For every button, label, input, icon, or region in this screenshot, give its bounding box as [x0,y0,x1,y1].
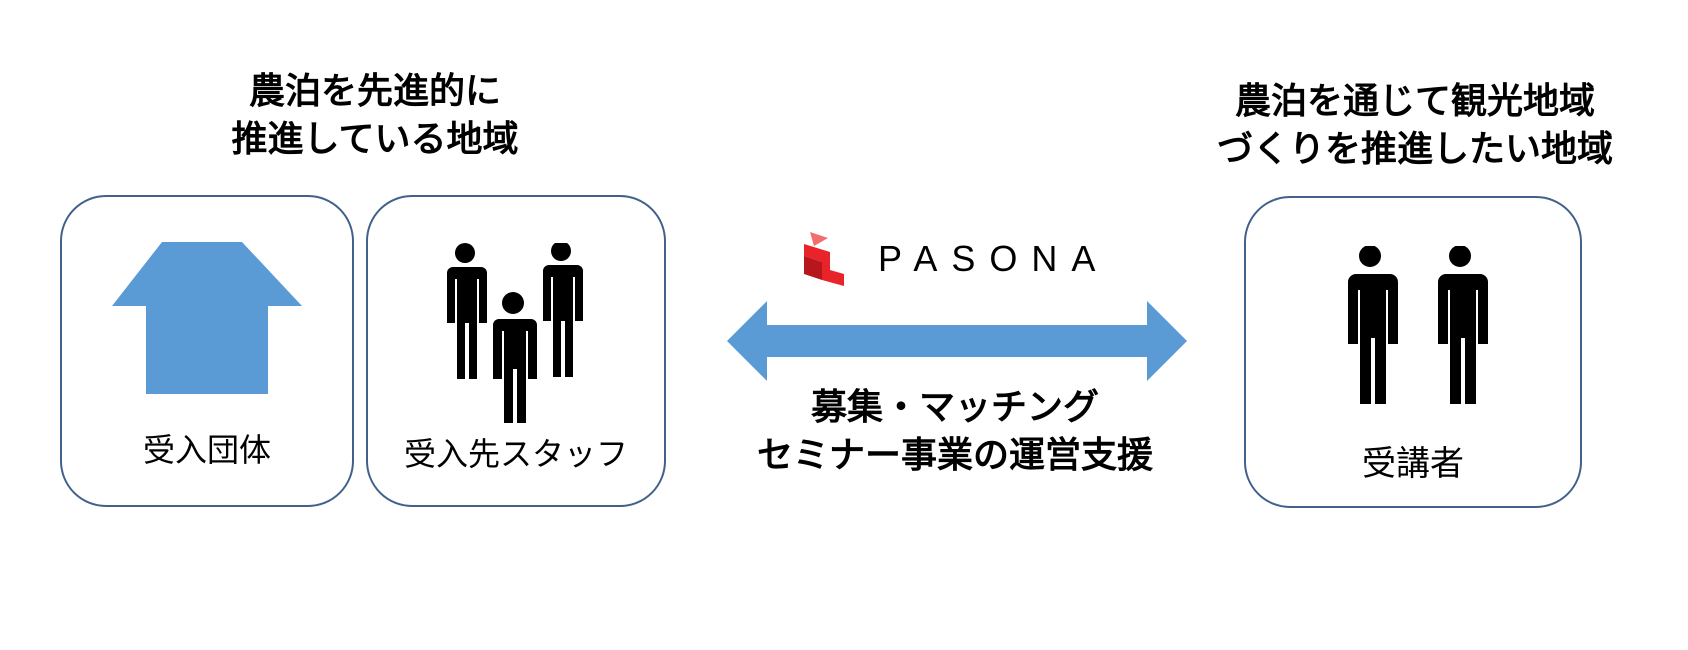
pasona-logo-text: PASONA [878,238,1110,279]
right-heading-line2: づくりを推進したい地域 [1216,129,1613,170]
left-region-heading: 農泊を先進的に 推進している地域 [205,68,545,164]
host-organization-card: 受入団体 [60,195,354,507]
left-heading-line1: 農泊を先進的に [248,71,501,112]
pasona-logo-mark-icon [804,232,844,286]
right-heading-line1: 農泊を通じて観光地域 [1234,81,1595,122]
trainee-card: 受講者 [1244,196,1582,508]
left-heading-line2: 推進している地域 [231,119,519,160]
pasona-logo: PASONA [800,230,1120,290]
service-description: 募集・マッチング セミナー事業の運営支援 [740,384,1170,480]
house-icon [112,242,302,394]
host-organization-label: 受入団体 [142,431,271,469]
service-line1: 募集・マッチング [810,387,1099,428]
host-staff-label: 受入先スタッフ [403,435,628,473]
double-arrow-icon [727,301,1187,381]
trainee-label: 受講者 [1362,444,1464,484]
service-line2: セミナー事業の運営支援 [756,435,1153,476]
host-staff-card: 受入先スタッフ [366,195,666,507]
group-people-icon [447,243,583,423]
two-people-icon [1348,246,1488,404]
right-region-heading: 農泊を通じて観光地域 づくりを推進したい地域 [1185,78,1645,174]
